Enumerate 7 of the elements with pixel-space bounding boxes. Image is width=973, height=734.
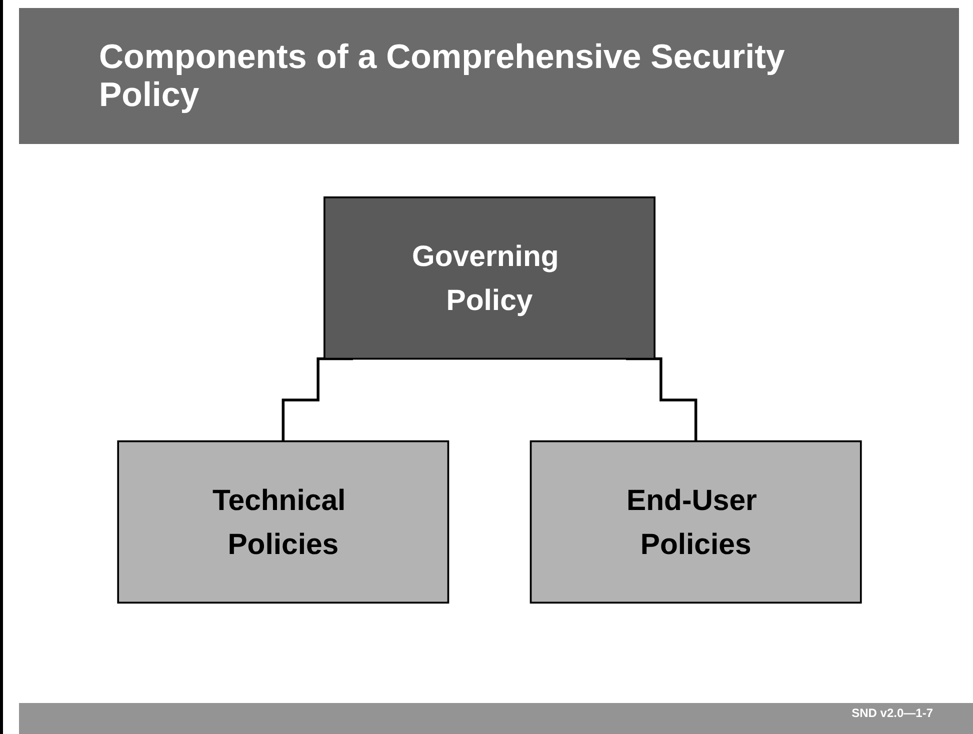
connector [626, 357, 698, 443]
node-box: Governing Policy [324, 196, 656, 360]
slide-title: Components of a Comprehensive Security Policy [19, 8, 959, 144]
connector [282, 357, 353, 443]
node-box: Technical Policies [117, 440, 450, 604]
slide-code: SND v2.0—1-7 [852, 706, 933, 720]
node-box: End-User Policies [530, 440, 862, 604]
